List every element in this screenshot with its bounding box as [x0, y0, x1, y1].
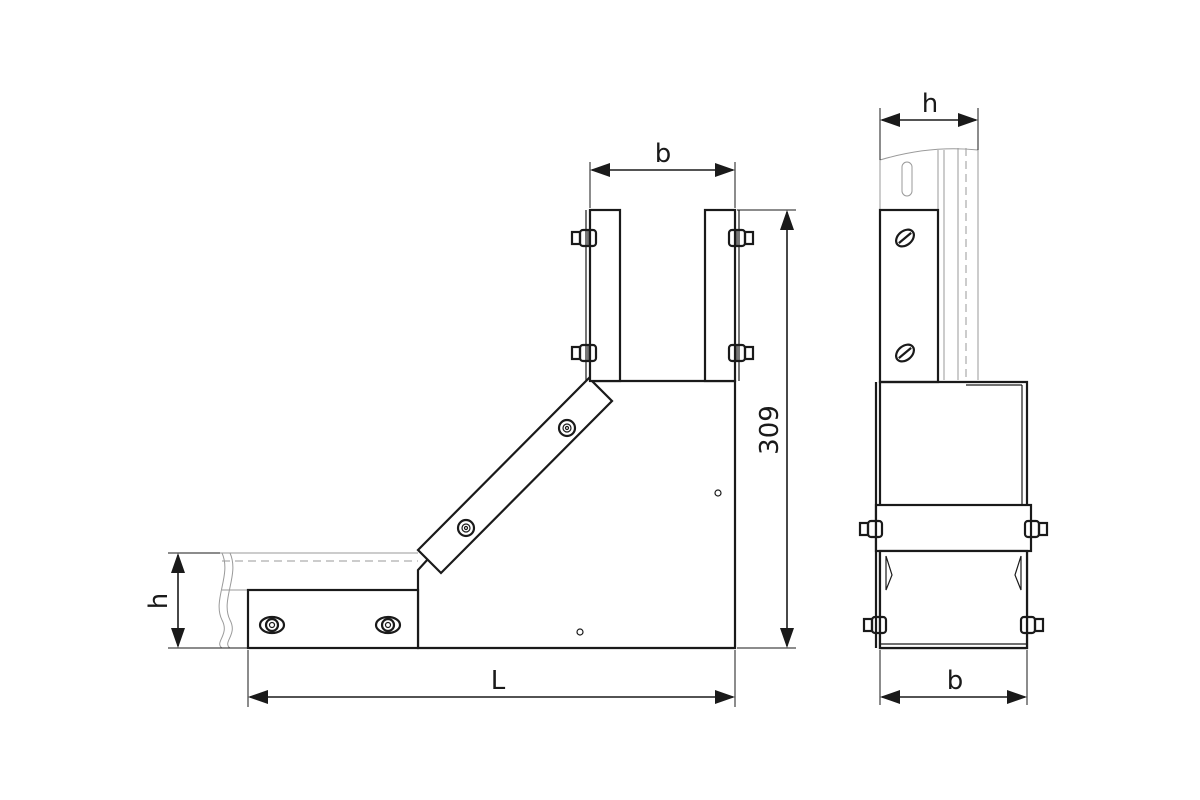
bolt	[895, 343, 915, 363]
dimension-label: h	[144, 593, 174, 609]
bolt	[727, 228, 755, 248]
bolt	[557, 418, 577, 438]
side-clamp-band	[874, 503, 1033, 553]
bolt	[570, 343, 598, 363]
dimension-side-width-bottom: b	[879, 650, 1028, 705]
bolt	[456, 518, 476, 538]
dimension-side-width-top: h	[879, 89, 979, 160]
dimension-side-height: h	[144, 552, 248, 649]
side-view: h b	[858, 89, 1049, 705]
dimension-length: L	[247, 650, 736, 707]
hole-marker	[576, 628, 584, 636]
bolt	[1019, 615, 1045, 635]
bolt	[258, 615, 286, 635]
upper-left-connector-plate	[588, 208, 622, 383]
dimension-label: b	[655, 139, 672, 169]
bolt	[374, 615, 402, 635]
hole-marker	[714, 489, 722, 497]
dimension-label: b	[947, 666, 964, 696]
side-lower-channel	[878, 549, 1029, 650]
bolt	[1023, 519, 1049, 539]
adjoining-tray-ghost	[879, 148, 979, 380]
upper-right-connector-plate	[703, 208, 737, 383]
dimension-front-width: b	[589, 139, 736, 208]
dimension-label: L	[491, 666, 506, 696]
bolt	[895, 228, 915, 248]
bolt	[862, 615, 888, 635]
dimension-total-height: 309	[737, 209, 796, 649]
dimension-label: h	[922, 89, 938, 119]
side-upper-connector-plate	[878, 208, 940, 384]
front-view: b 309 h L	[144, 139, 796, 707]
bolt	[858, 519, 884, 539]
bolt	[570, 228, 598, 248]
bolt	[727, 343, 755, 363]
dimension-label: 309	[755, 405, 785, 455]
adjoining-tray-ghost	[218, 552, 418, 649]
